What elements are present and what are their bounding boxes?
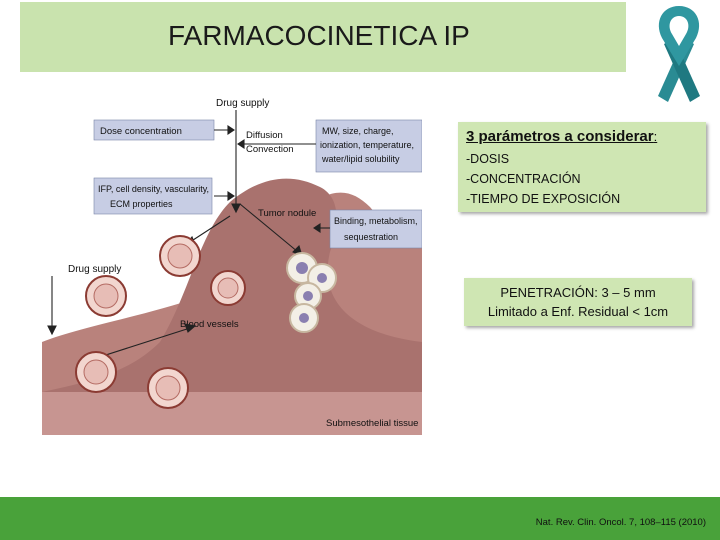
submesothelial-label: Submesothelial tissue (326, 418, 418, 429)
blood-vessel-cells (75, 235, 246, 409)
mw-label-line1: MW, size, charge, (322, 126, 394, 136)
citation: Nat. Rev. Clin. Oncol. 7, 108–115 (2010) (535, 517, 706, 528)
title-bar (20, 2, 626, 72)
dose-concentration-label: Dose concentration (100, 126, 182, 137)
ifp-label-line2: ECM properties (110, 199, 173, 209)
binding-label-line2: sequestration (344, 232, 398, 242)
tumor-nodule-label: Tumor nodule (258, 208, 316, 219)
penetration-line1: PENETRACIÓN: 3 – 5 mm (500, 285, 656, 300)
awareness-ribbon-icon (658, 6, 700, 102)
footer-bar (0, 497, 720, 540)
tumor-nodule (42, 178, 422, 435)
tumor-cells (286, 252, 337, 333)
parameter-item: -CONCENTRACIÓN (466, 172, 581, 186)
parameter-item: -TIEMPO DE EXPOSICIÓN (466, 192, 621, 206)
diffusion-label: Diffusion (246, 130, 283, 141)
blood-vessels-label: Blood vessels (180, 319, 239, 330)
penetration-box: PENETRACIÓN: 3 – 5 mm Limitado a Enf. Re… (464, 278, 692, 326)
parameters-box: 3 parámetros a considerar: -DOSIS -CONCE… (458, 122, 706, 212)
ifp-properties-box (93, 177, 213, 215)
drug-supply-top-label: Drug supply (216, 98, 269, 109)
ifp-label-line1: IFP, cell density, vascularity, (98, 184, 209, 194)
drug-supply-left-label: Drug supply (68, 264, 121, 275)
mw-label-line2: ionization, temperature, (320, 140, 414, 150)
binding-label-line1: Binding, metabolism, (334, 216, 418, 226)
mw-label-line3: water/lipid solubility (321, 154, 400, 164)
drug-delivery-diagram: Dose concentration IFP, cell density, va… (40, 92, 422, 435)
parameters-heading: 3 parámetros a considerar: (466, 128, 658, 145)
binding-box (329, 209, 422, 249)
penetration-line2: Limitado a Enf. Residual < 1cm (487, 304, 669, 319)
slide-title: FARMACOCINETICA IP (168, 20, 470, 51)
convection-label: Convection (246, 144, 294, 155)
mw-properties-box (315, 119, 422, 173)
parameter-item: -DOSIS (466, 152, 510, 166)
